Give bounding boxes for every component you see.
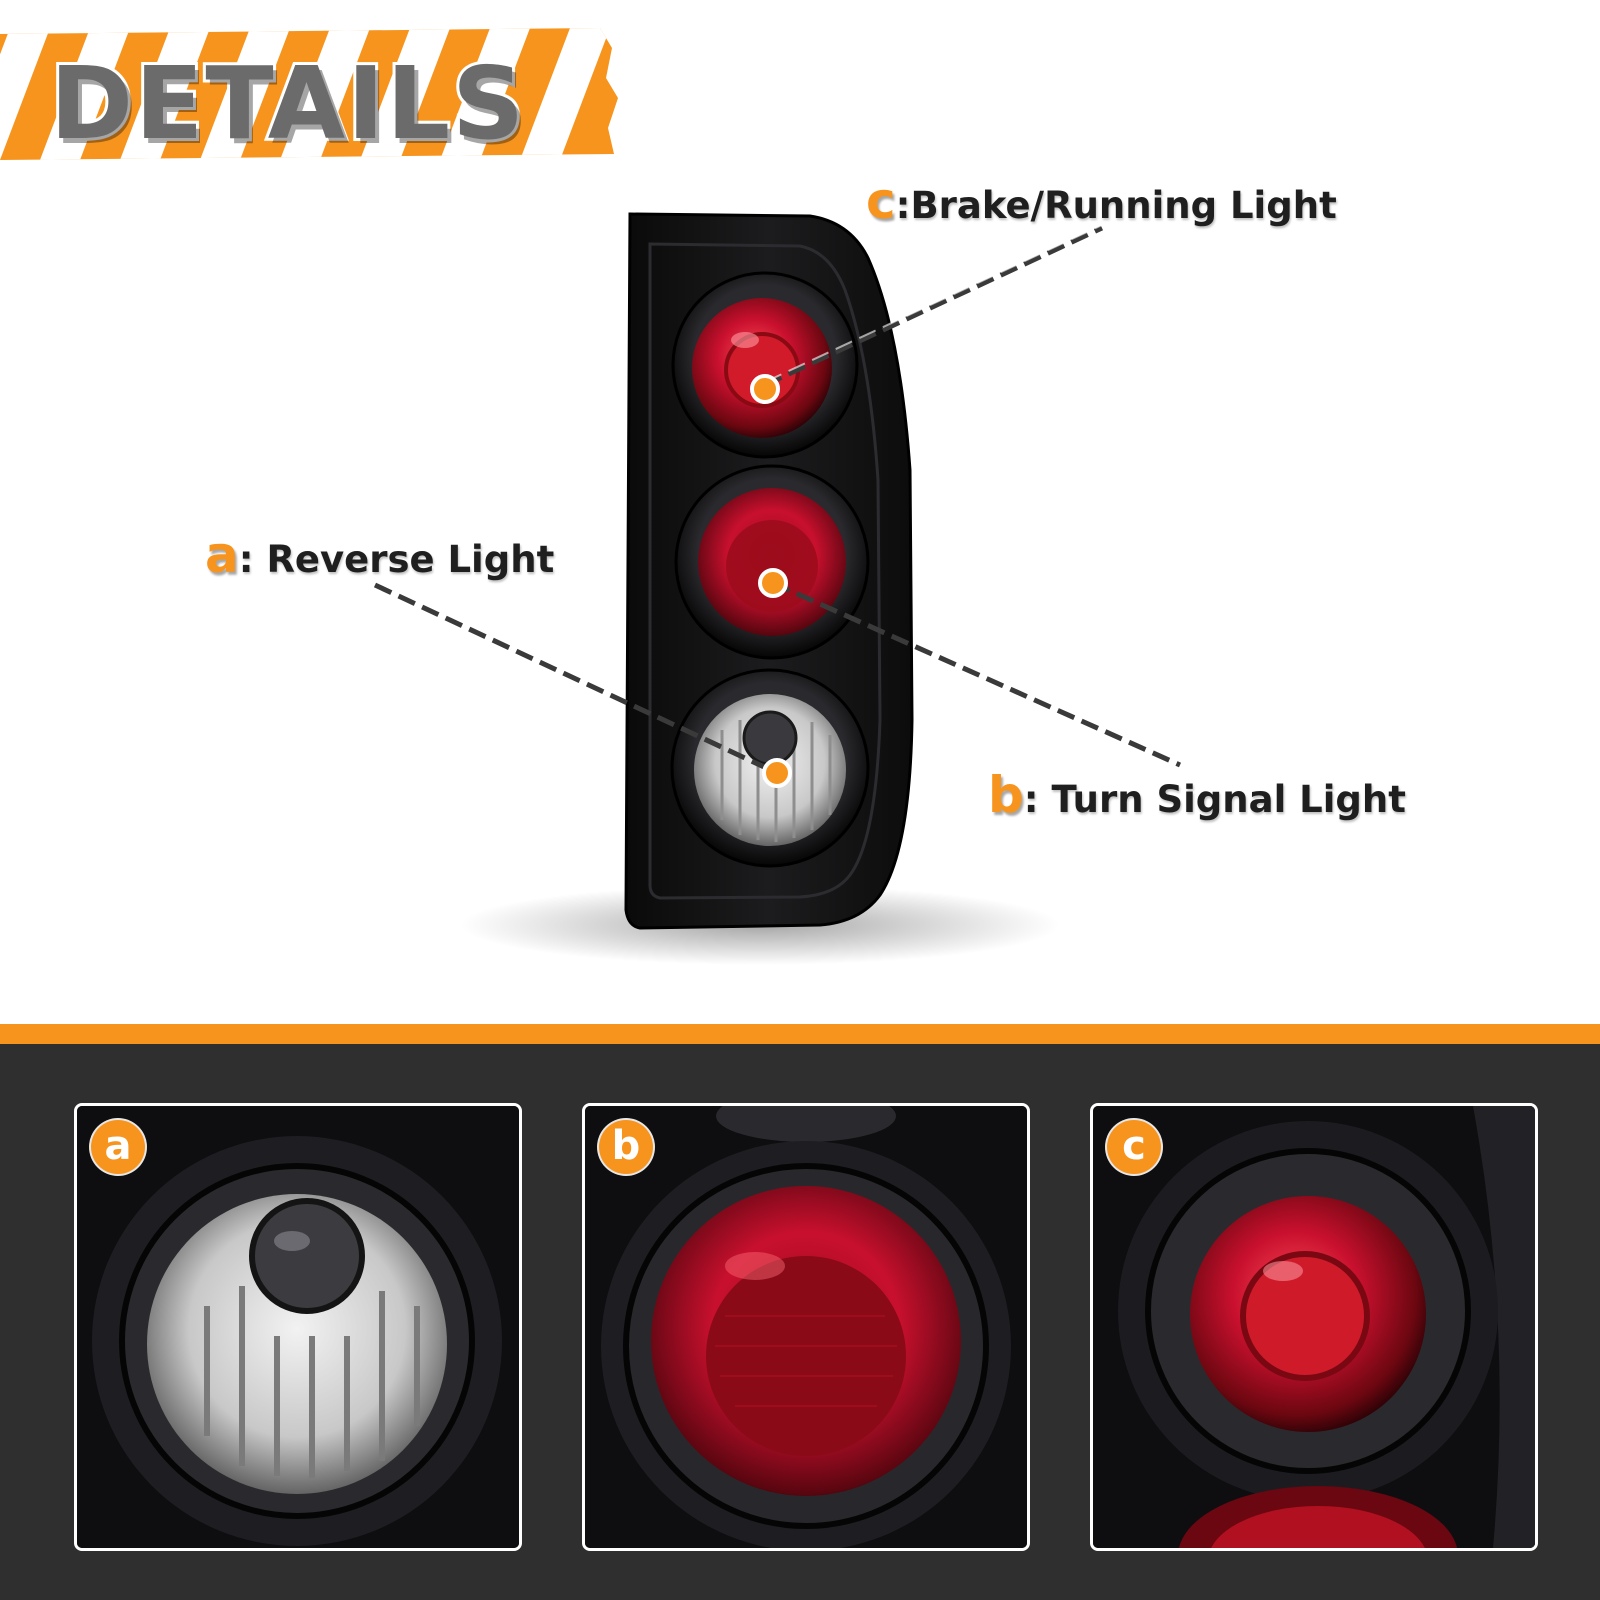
turn-signal-light-closeup (585, 1106, 1027, 1548)
detail-card-turn-signal-light: b (582, 1103, 1030, 1551)
callout-label-c: Brake/Running Light (910, 184, 1337, 227)
callout-letter-a: a (204, 526, 240, 584)
callout-turn-signal-light: b: Turn Signal Light (987, 766, 1406, 824)
marker-dot-b (758, 568, 788, 598)
callout-letter-c: c (865, 172, 897, 230)
callout-reverse-light: a: Reverse Light (204, 526, 555, 584)
marker-dot-c (750, 374, 780, 404)
detail-card-brake-running-light: c (1090, 1103, 1538, 1551)
detail-card-reverse-light: a (74, 1103, 522, 1551)
details-banner: DETAILS (0, 28, 620, 160)
turn-signal-light-lamp (674, 464, 870, 660)
leader-line-c (763, 225, 1104, 388)
housing-inner-edge (648, 242, 882, 900)
callout-leader-lines (373, 225, 1182, 776)
callout-brake-running-light: c:Brake/Running Light (865, 172, 1337, 230)
reverse-light-closeup (77, 1106, 519, 1548)
callout-label-a: Reverse Light (266, 538, 555, 581)
detail-badge-b: b (599, 1120, 653, 1174)
leader-line-a (373, 582, 779, 776)
detail-badge-c: c (1107, 1120, 1161, 1174)
page-title: DETAILS (47, 45, 527, 162)
accent-divider (0, 1024, 1600, 1044)
hazard-stripe-graphic (0, 28, 618, 160)
tail-light-illustration (373, 212, 1182, 965)
callout-letter-b: b (987, 766, 1025, 824)
brake-running-light-closeup (1093, 1106, 1535, 1548)
callout-label-b: Turn Signal Light (1051, 778, 1406, 821)
leader-line-b (771, 580, 1182, 768)
marker-dot-a (762, 758, 792, 788)
detail-badge-a: a (91, 1120, 145, 1174)
brake-running-light-lamp (671, 271, 859, 459)
